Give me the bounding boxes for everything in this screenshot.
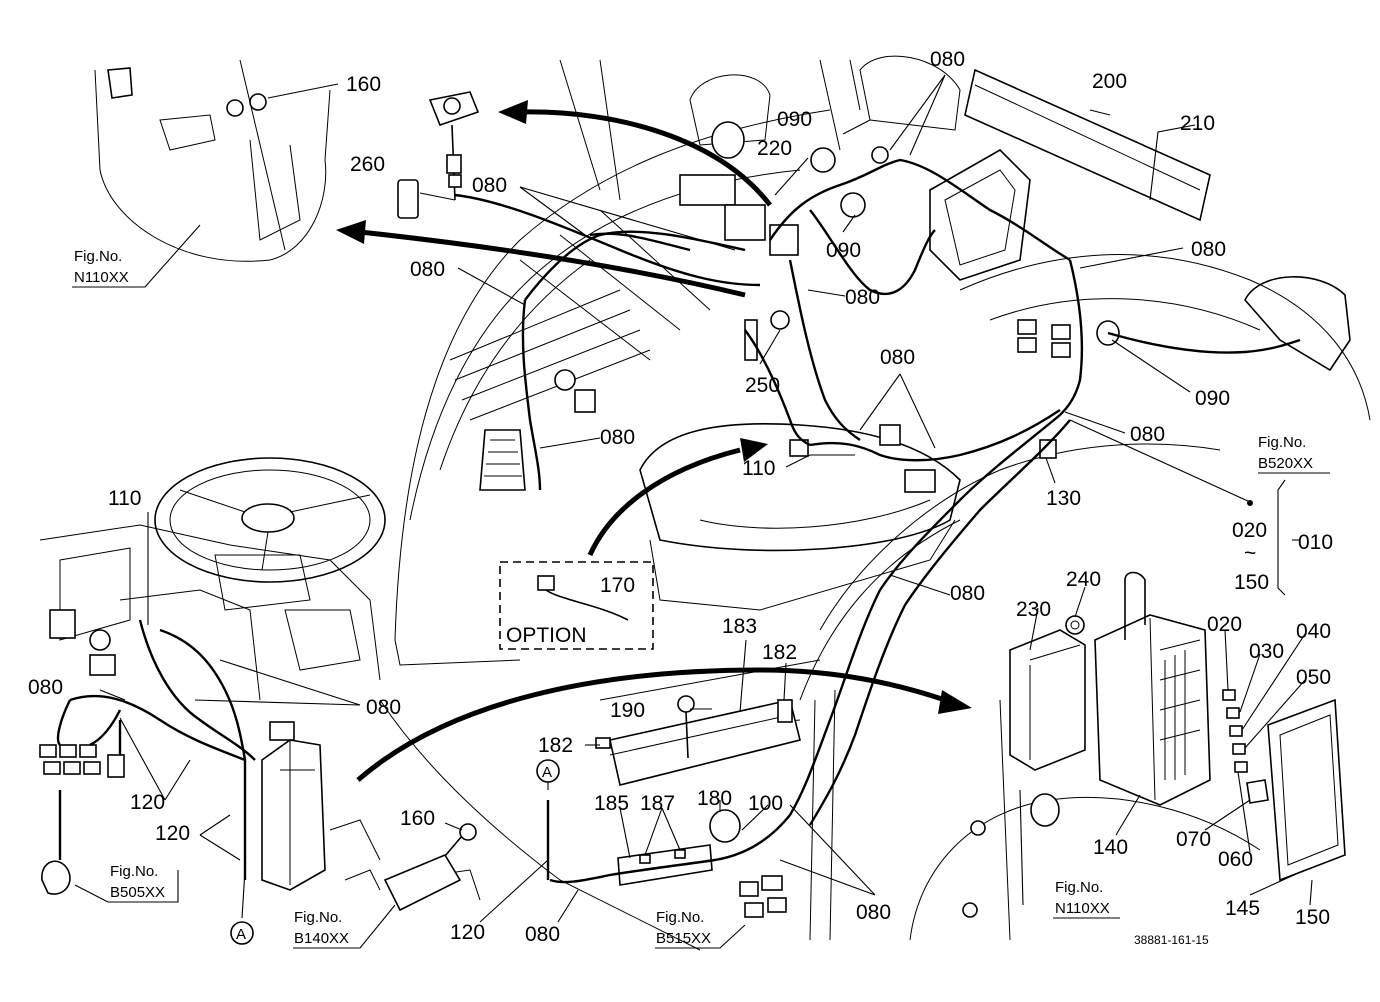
inset-outline-n110 — [94, 69, 331, 262]
fig-ref-prefix: Fig.No. — [110, 863, 158, 880]
fig-ref-code: N110XX — [1055, 900, 1110, 917]
part-label: 182 — [538, 734, 573, 757]
part-label: 020 — [1232, 519, 1267, 542]
part-label: 080 — [950, 582, 985, 605]
part-label: 183 — [722, 615, 757, 638]
part-label: 060 — [1218, 848, 1253, 871]
part-label: 187 — [640, 792, 675, 815]
part-label: 080 — [525, 923, 560, 946]
part-label: 080 — [366, 696, 401, 719]
fig-ref-prefix: Fig.No. — [74, 248, 122, 265]
part-label: 080 — [930, 48, 965, 71]
part-label: 080 — [600, 426, 635, 449]
section-marker: A — [236, 926, 246, 943]
figure-ref-lines — [72, 224, 1330, 949]
drawing-number: 38881-161-15 — [1134, 933, 1209, 947]
part-label: 120 — [130, 791, 165, 814]
part-label: 185 — [594, 792, 629, 815]
part-label: 030 — [1249, 640, 1284, 663]
part-label: 080 — [410, 258, 445, 281]
part-label: 080 — [472, 174, 507, 197]
part-label: 210 — [1180, 112, 1215, 135]
part-label: 150 — [1295, 906, 1330, 929]
fig-ref-prefix: Fig.No. — [1055, 879, 1103, 896]
part-label: 140 — [1093, 836, 1128, 859]
part-label: 020 — [1207, 613, 1242, 636]
option-label: OPTION — [506, 624, 587, 647]
part-label: 080 — [856, 901, 891, 924]
part-label: 070 — [1176, 828, 1211, 851]
part-label: 040 — [1296, 620, 1331, 643]
part-label: 080 — [880, 346, 915, 369]
fig-ref-prefix: Fig.No. — [1258, 434, 1306, 451]
components — [39, 59, 1346, 918]
fig-ref-code: B520XX — [1258, 455, 1313, 472]
part-label: 190 — [610, 699, 645, 722]
part-label: 130 — [1046, 487, 1081, 510]
fig-ref-code: B140XX — [294, 930, 349, 947]
range-marker: ~ — [1244, 542, 1256, 565]
part-label: 220 — [757, 137, 792, 160]
part-label: 110 — [108, 487, 141, 510]
wire-harnesses — [56, 158, 1301, 884]
part-label: 230 — [1016, 598, 1051, 621]
fig-ref-code: B505XX — [110, 884, 165, 901]
part-label: 080 — [1130, 423, 1165, 446]
part-label: 240 — [1066, 568, 1101, 591]
fig-ref-code: N110XX — [74, 269, 129, 286]
part-label: 090 — [777, 108, 812, 131]
part-label: 010 — [1298, 531, 1333, 554]
part-label: 090 — [826, 239, 861, 262]
part-label: 090 — [1195, 387, 1230, 410]
part-label: 120 — [450, 921, 485, 944]
part-label: 260 — [350, 153, 385, 176]
part-label: 080 — [845, 286, 880, 309]
part-label: 182 — [762, 641, 797, 664]
part-label: 200 — [1092, 70, 1127, 93]
part-label: 170 — [600, 574, 635, 597]
option-box — [499, 561, 654, 650]
section-marker: A — [542, 764, 552, 781]
part-label: 100 — [748, 792, 783, 815]
figure-references: Fig.No. N110XX Fig.No. B520XX Fig.No. B5… — [74, 248, 1313, 947]
part-label: 080 — [28, 676, 63, 699]
part-labels: 160 260 080 080 080 220 090 080 200 210 … — [28, 48, 1333, 946]
fig-ref-prefix: Fig.No. — [294, 909, 342, 926]
part-label: 080 — [1191, 238, 1226, 261]
part-label: 120 — [155, 822, 190, 845]
tractor-body-linework — [39, 55, 1371, 951]
part-label: 180 — [697, 787, 732, 810]
reference-arrows — [336, 100, 972, 782]
part-label: 110 — [742, 457, 775, 480]
part-label: 150 — [1234, 571, 1269, 594]
leader-lines — [99, 74, 1313, 923]
part-label: 160 — [346, 73, 381, 96]
part-label: 250 — [745, 374, 780, 397]
section-markers: A A — [230, 759, 560, 945]
part-label: 145 — [1225, 897, 1260, 920]
part-label: 160 — [400, 807, 435, 830]
fig-ref-code: B515XX — [656, 930, 711, 947]
part-label: 050 — [1296, 666, 1331, 689]
fig-ref-prefix: Fig.No. — [656, 909, 704, 926]
